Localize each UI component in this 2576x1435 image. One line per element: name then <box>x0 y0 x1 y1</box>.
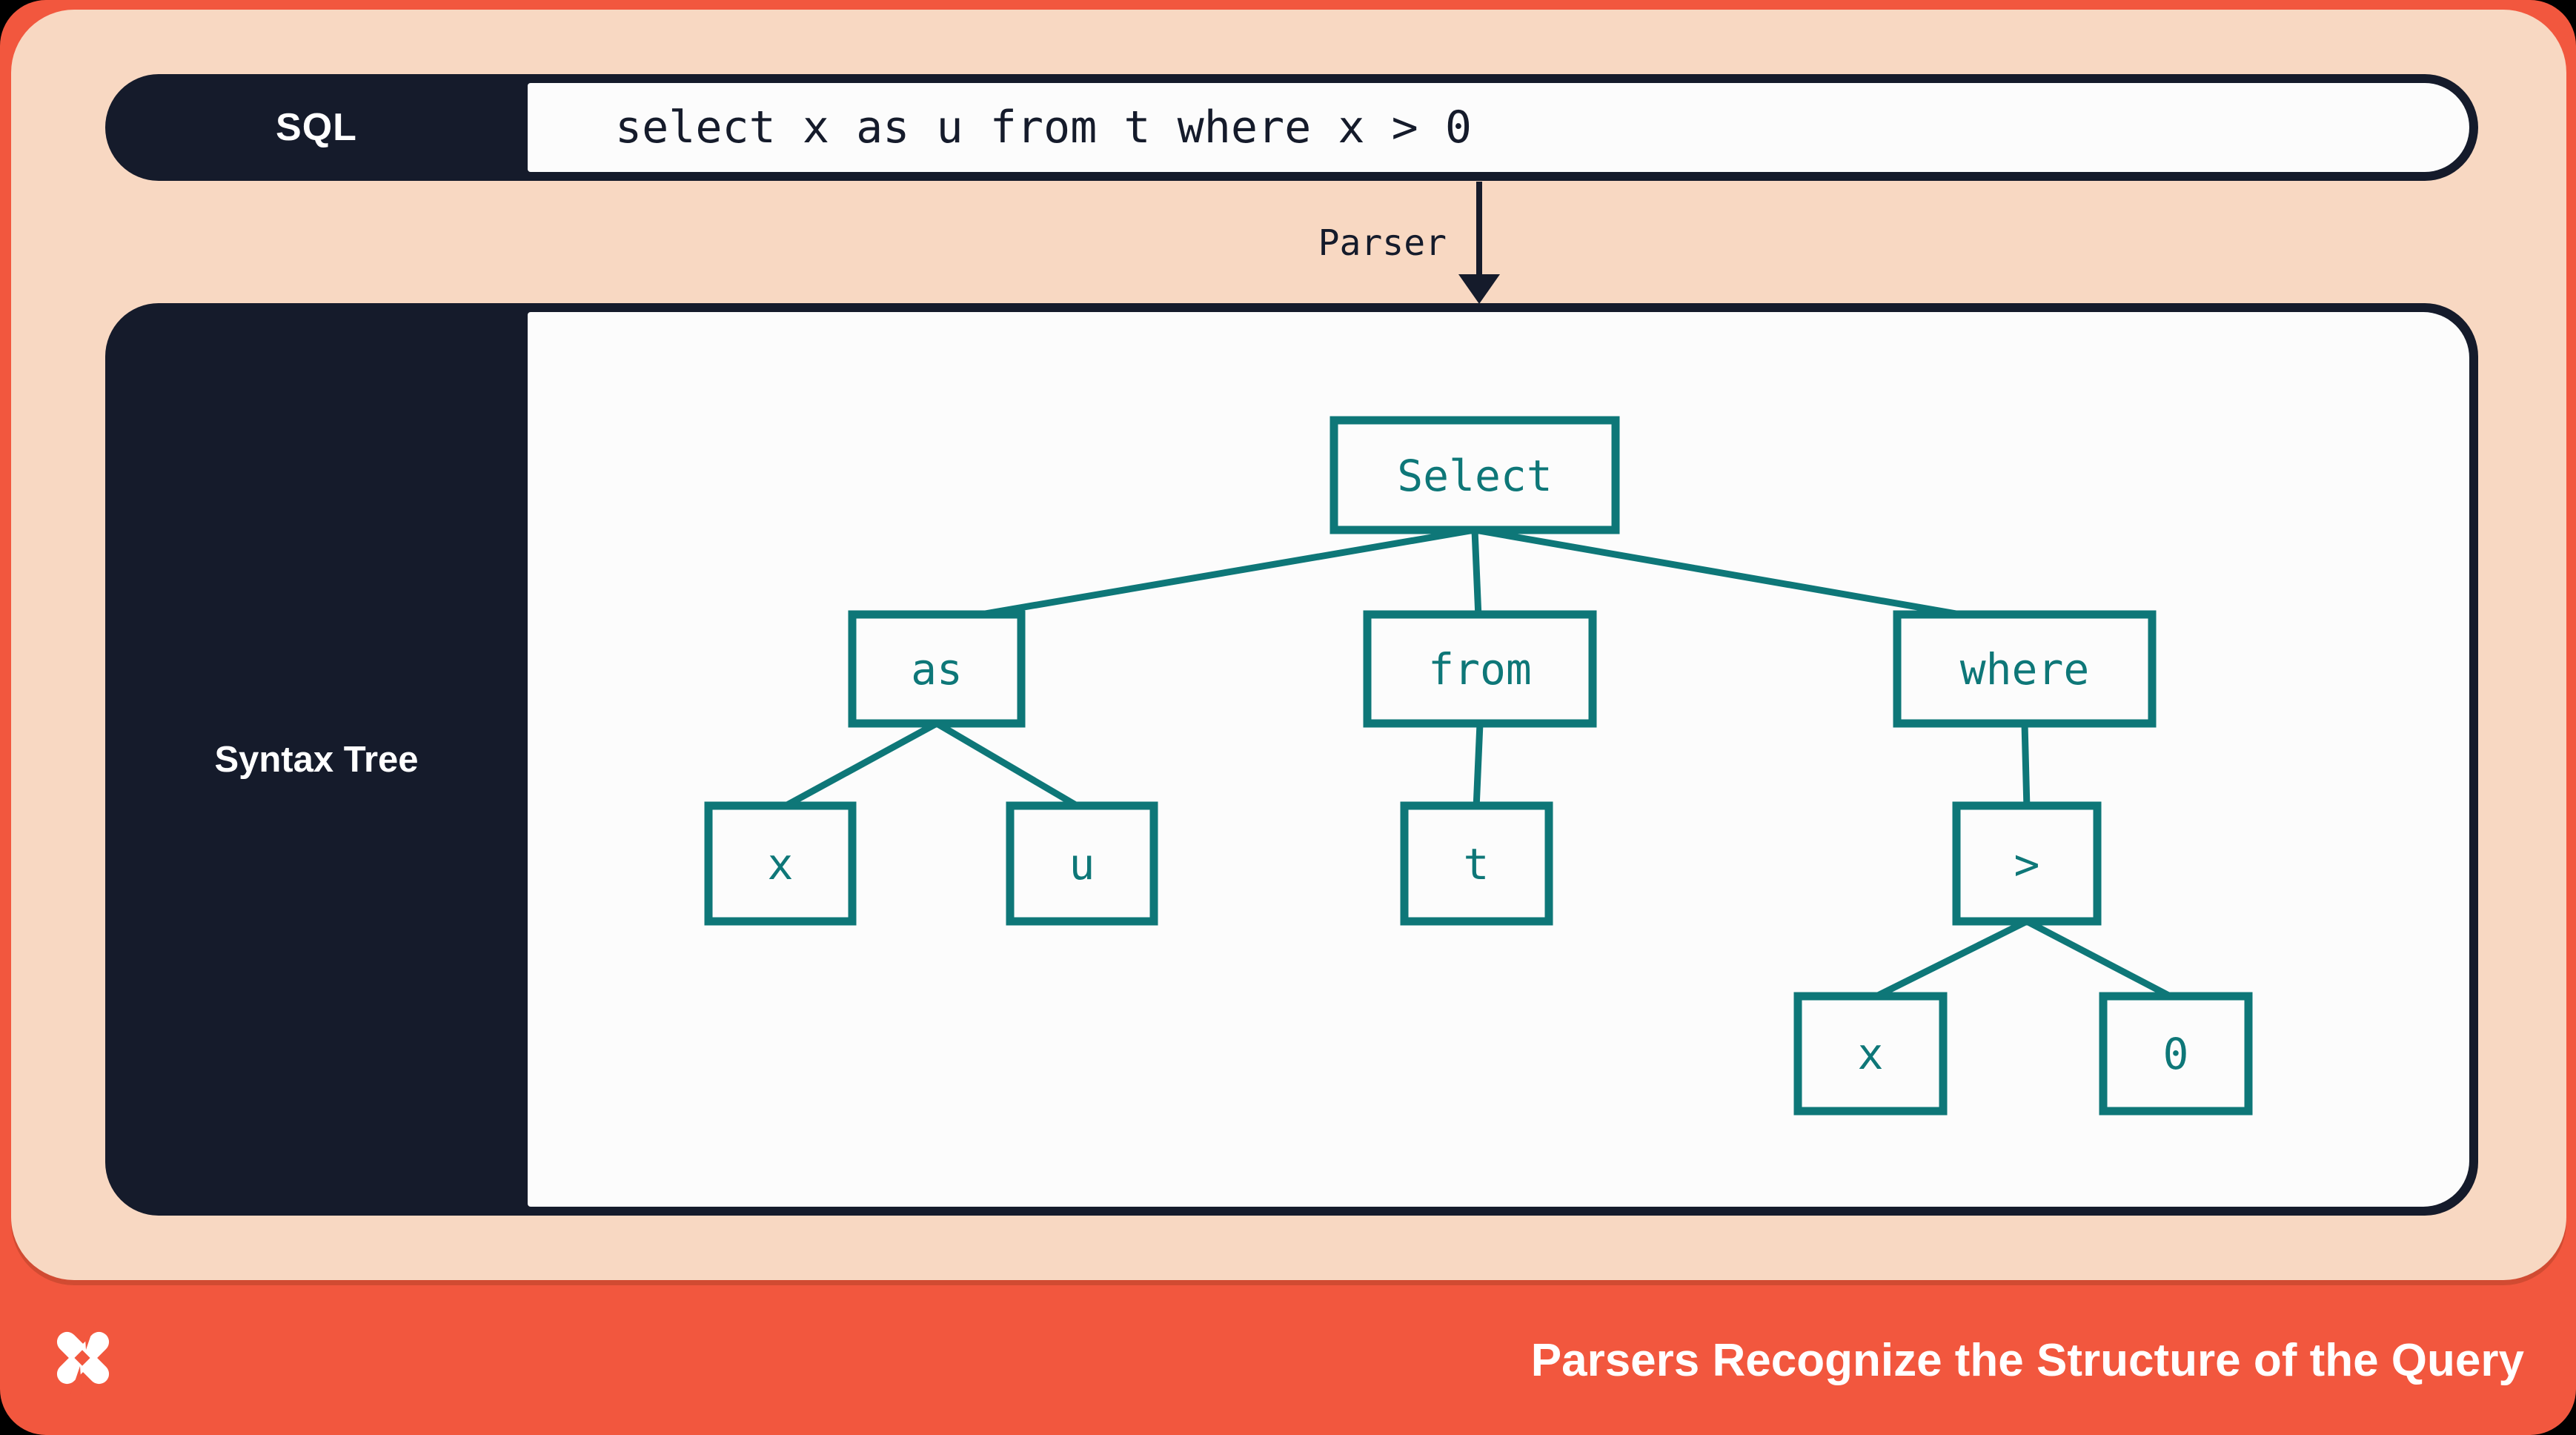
sql-bar: SQL select x as u from t where x > 0 <box>105 74 2478 181</box>
footer-title: Parsers Recognize the Structure of the Q… <box>1530 1335 2524 1386</box>
tree-node-select-label: Select <box>1397 451 1553 501</box>
edge-gt-zero <box>2025 918 2178 1002</box>
tree-node-gt-operator-label: > <box>2014 839 2040 889</box>
tree-node-as <box>848 610 1026 728</box>
parser-label: Parser <box>1318 222 1447 264</box>
parser-arrow-head-icon <box>1458 274 1500 304</box>
tree-node-where <box>1893 610 2157 728</box>
sql-bar-label: SQL <box>276 106 357 149</box>
sql-query-text: select x as u from t where x > 0 <box>615 102 1472 153</box>
edge-select-where <box>1474 526 1978 621</box>
syntax-tree-panel: Select as from where x u t > x 0 Syntax … <box>105 303 2478 1216</box>
parser-arrow-line <box>1476 182 1482 279</box>
tree-node-t-table-label: t <box>1464 839 1490 889</box>
tree-node-x-alias-source <box>704 801 857 926</box>
edge-where-gt <box>2021 723 2031 809</box>
tree-node-u-alias <box>1006 801 1158 926</box>
tree-node-from-label: from <box>1428 644 1532 695</box>
pinwheel-logo-icon <box>56 1319 110 1396</box>
tree-node-x-operand <box>1793 992 1948 1116</box>
edge-select-from <box>1471 529 1482 618</box>
tree-node-x-alias-source-label: x <box>768 839 794 889</box>
tree-node-gt-operator <box>1952 801 2102 926</box>
tree-node-zero-operand <box>2099 992 2253 1116</box>
edge-gt-x <box>1868 918 2029 1003</box>
tree-node-x-operand-label: x <box>1858 1029 1884 1079</box>
edge-select-as <box>963 526 1475 621</box>
syntax-tree-panel-label: Syntax Tree <box>214 739 419 780</box>
syntax-tree-diagram: Select as from where x u t > x 0 <box>704 416 2253 1116</box>
tree-node-as-label: as <box>911 644 963 695</box>
tree-node-where-label: where <box>1960 644 2090 695</box>
tree-node-select <box>1330 416 1620 534</box>
tree-node-u-alias-label: u <box>1069 839 1095 889</box>
tree-node-from <box>1363 610 1597 728</box>
tree-node-t-table <box>1400 801 1553 926</box>
edge-as-x <box>778 720 939 812</box>
edge-as-u <box>935 720 1084 812</box>
tree-node-zero-operand-label: 0 <box>2163 1029 2189 1079</box>
sql-query-field: select x as u from t where x > 0 <box>528 83 2469 172</box>
edge-from-t <box>1473 723 1484 809</box>
